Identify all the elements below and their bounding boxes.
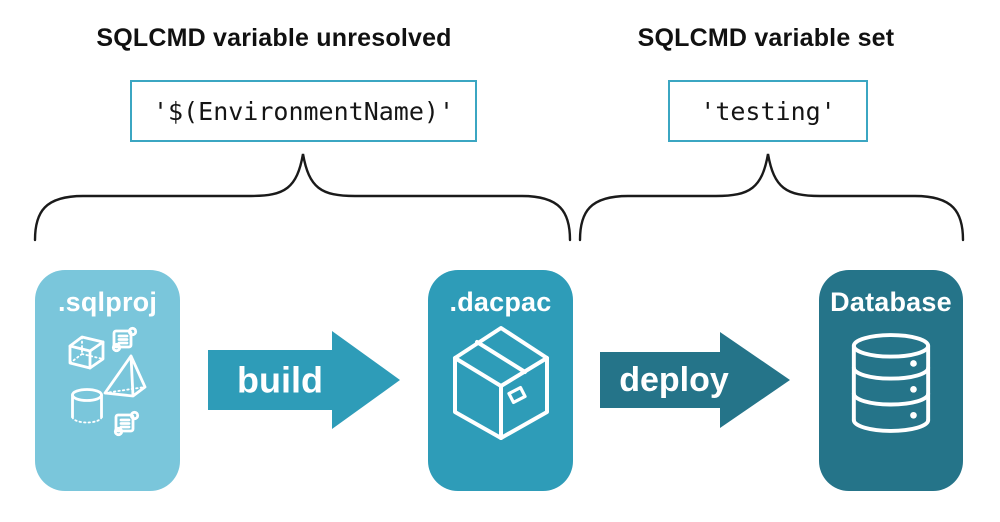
- code-box-testing: 'testing': [668, 80, 868, 142]
- script-scroll-icon: [111, 326, 137, 353]
- node-database-label: Database: [830, 287, 952, 317]
- node-database: Database: [819, 270, 963, 491]
- code-text-unresolved: '$(EnvironmentName)': [152, 96, 455, 126]
- callout-title-unresolved: SQLCMD variable unresolved: [96, 24, 452, 52]
- node-sqlproj: .sqlproj: [35, 270, 180, 491]
- build-arrow-label: build: [237, 360, 323, 401]
- sql-objects-icon: [68, 326, 146, 437]
- build-arrow: build: [208, 331, 400, 429]
- database-cylinder-icon: [851, 333, 931, 433]
- callout-title-set: SQLCMD variable set: [637, 24, 895, 52]
- code-box-environment-variable: '$(EnvironmentName)': [130, 80, 477, 142]
- node-dacpac: .dacpac: [428, 270, 573, 491]
- deploy-arrow-label: deploy: [619, 361, 729, 399]
- code-text-set: 'testing': [700, 96, 836, 126]
- cube-icon: [68, 335, 104, 370]
- deploy-arrow-shape: [600, 332, 790, 428]
- right-brace: [578, 153, 965, 242]
- build-arrow-shape: [208, 331, 400, 429]
- node-sqlproj-label: .sqlproj: [57, 287, 158, 317]
- brace-group: [33, 153, 965, 242]
- cylinder-icon: [70, 388, 103, 424]
- pyramid-icon: [103, 354, 146, 398]
- node-dacpac-label: .dacpac: [449, 287, 552, 317]
- left-brace: [33, 153, 572, 242]
- deploy-arrow: deploy: [600, 332, 790, 428]
- package-box-icon: [452, 326, 549, 440]
- script-scroll-icon: [113, 410, 139, 437]
